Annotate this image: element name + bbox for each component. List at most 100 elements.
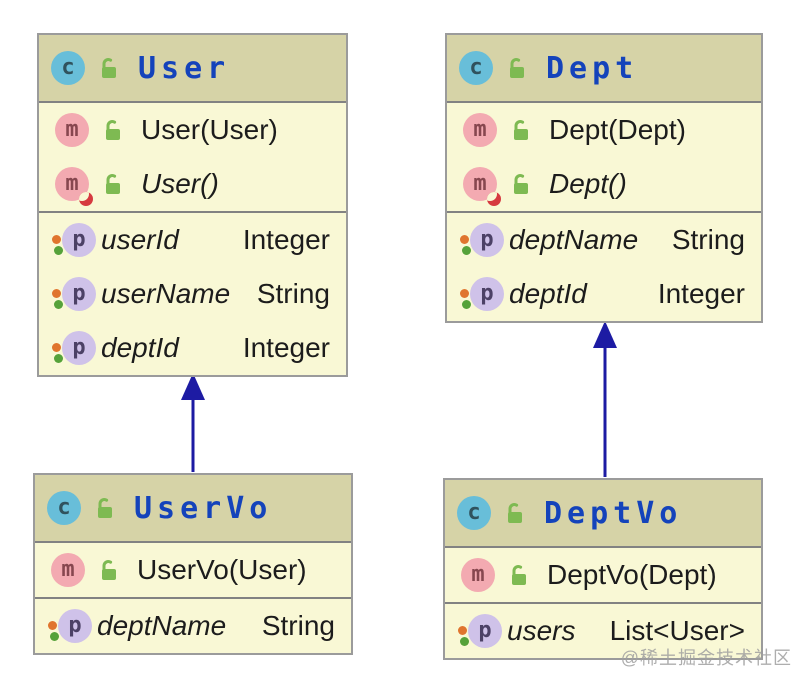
property-name: deptId [509,278,587,309]
generated-method-icon: m [55,167,93,206]
method-row[interactable]: m User(User) [39,103,346,157]
getter-dot-icon [462,246,471,255]
public-lock-icon [98,117,124,143]
public-lock-icon [506,171,532,197]
property-row[interactable]: p deptId Integer [447,267,761,321]
juejin-watermark: @稀土掘金技术社区 [620,648,792,668]
property-name: deptId [101,332,179,363]
property-type: Integer [657,278,745,309]
class-box-user[interactable]: c User m User(User) [37,33,348,377]
class-icon: c [47,491,81,525]
public-lock-icon [504,562,530,588]
class-box-uservo[interactable]: c UserVo m UserVo(Use [33,473,353,655]
getter-dot-icon [460,637,469,646]
methods-section: m User(User) m [39,101,346,211]
method-row[interactable]: m Dept(Dept) [447,103,761,157]
methods-section: m UserVo(User) [35,541,351,597]
property-type: Integer [242,332,330,363]
setter-dot-icon [460,235,469,244]
property-row[interactable]: p userId Integer [39,213,346,267]
class-box-dept[interactable]: c Dept m Dept(Dept) [445,33,763,323]
public-lock-icon [90,495,116,521]
setter-dot-icon [52,289,61,298]
getter-dot-icon [462,300,471,309]
inheritance-arrow-uservo-to-user[interactable] [181,373,205,472]
class-title: User [138,50,231,86]
class-icon: c [459,51,493,85]
method-row[interactable]: m DeptVo(Dept) [445,548,761,602]
setter-dot-icon [52,343,61,352]
methods-section: m DeptVo(Dept) [445,546,761,602]
method-label: DeptVo(Dept) [547,559,717,590]
class-icon: c [457,496,491,530]
property-row[interactable]: p deptName String [447,213,761,267]
public-lock-icon [502,55,528,81]
property-name: users [507,615,576,646]
property-row[interactable]: p deptName String [35,599,351,653]
method-label: User(User) [141,114,278,145]
generated-crescent-badge [487,192,501,206]
property-icon: p [51,329,97,367]
class-title: UserVo [134,490,273,526]
generated-method-icon: m [463,167,501,206]
method-label: User() [141,168,219,199]
property-type: String [256,278,330,309]
generated-crescent-badge [79,192,93,206]
getter-dot-icon [54,300,63,309]
method-icon: m [461,558,495,592]
properties-section: p deptName String p deptId Integer [447,211,761,321]
public-lock-icon [506,117,532,143]
setter-dot-icon [52,235,61,244]
method-icon: m [463,113,497,147]
setter-dot-icon [48,621,57,630]
properties-section: p deptName String [35,597,351,653]
properties-section: p users List<User> [445,602,761,658]
class-header-deptvo[interactable]: c DeptVo [445,480,761,546]
method-label: UserVo(User) [137,554,307,585]
method-row[interactable]: m User() [39,157,346,211]
getter-dot-icon [54,246,63,255]
property-name: deptName [97,610,227,641]
class-header-dept[interactable]: c Dept [447,35,761,101]
inheritance-arrow-deptvo-to-dept[interactable] [593,321,617,477]
property-icon: p [457,612,503,650]
class-header-user[interactable]: c User [39,35,346,101]
method-row[interactable]: m Dept() [447,157,761,211]
property-type: Integer [242,224,330,255]
property-row[interactable]: p deptId Integer [39,321,346,375]
property-name: userId [101,224,179,255]
getter-dot-icon [50,632,59,641]
property-type: String [671,224,745,255]
property-row[interactable]: p userName String [39,267,346,321]
class-header-uservo[interactable]: c UserVo [35,475,351,541]
class-title: DeptVo [544,495,683,531]
method-icon: m [51,553,85,587]
method-label: Dept() [549,168,627,199]
property-icon: p [459,275,505,313]
property-icon: p [51,275,97,313]
method-label: Dept(Dept) [549,114,686,145]
setter-dot-icon [460,289,469,298]
setter-dot-icon [458,626,467,635]
public-lock-icon [94,55,120,81]
public-lock-icon [500,500,526,526]
class-box-deptvo[interactable]: c DeptVo m DeptVo(Dep [443,478,763,660]
getter-dot-icon [54,354,63,363]
public-lock-icon [98,171,124,197]
method-icon: m [55,113,89,147]
property-type: String [261,610,335,641]
class-title: Dept [546,50,639,86]
property-type: List<User> [609,615,745,646]
property-row[interactable]: p users List<User> [445,604,761,658]
property-icon: p [459,221,505,259]
class-icon: c [51,51,85,85]
property-name: deptName [509,224,639,255]
property-icon: p [47,607,93,645]
property-icon: p [51,221,97,259]
properties-section: p userId Integer p userName String p [39,211,346,375]
methods-section: m Dept(Dept) m [447,101,761,211]
method-row[interactable]: m UserVo(User) [35,543,351,597]
property-name: userName [101,278,231,309]
